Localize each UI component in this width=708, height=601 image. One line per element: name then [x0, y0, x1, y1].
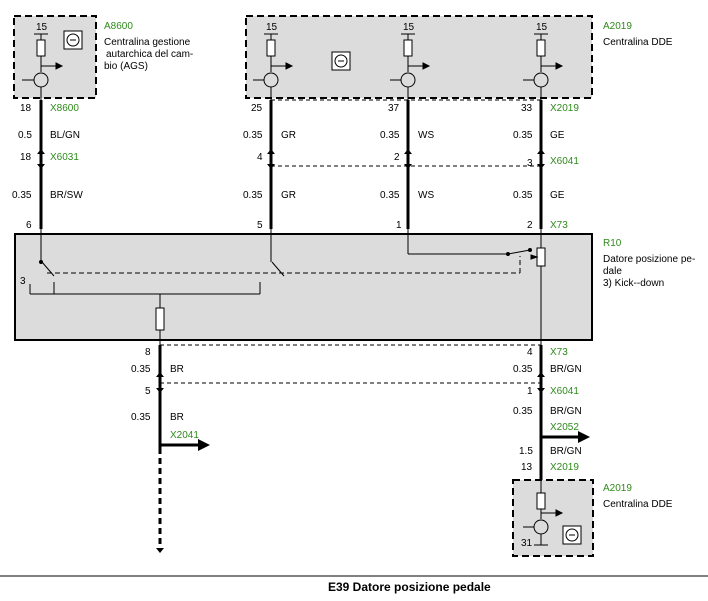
wire-1-pin-b: 18	[20, 152, 32, 163]
wires-top	[39, 100, 543, 229]
r10-name-line-1: Datore posizione pe-	[603, 254, 695, 265]
connector-x2019-bottom: X2019	[550, 462, 579, 473]
a8600-name-line-2: autarchica del cam-	[106, 49, 193, 60]
bottom-right-color-a: BR/GN	[550, 364, 582, 375]
bottom-right-pin-a: 4	[527, 347, 533, 358]
a2019-bottom-code: A2019	[603, 483, 632, 494]
a2019-bottom-name: Centralina DDE	[603, 499, 673, 510]
bottom-left-color-a: BR	[170, 364, 184, 375]
wire-1-size-a: 0.5	[18, 130, 32, 141]
wire-4-size-a: 0.35	[513, 130, 533, 141]
wire-2-color-a: GR	[281, 130, 296, 141]
wire-3-pin-c: 1	[396, 220, 402, 231]
wire-4-size-b: 0.35	[513, 190, 533, 201]
bottom-right-pin-c: 13	[521, 462, 533, 473]
module-a8600-box	[13, 15, 97, 99]
connector-x2041: X2041	[170, 430, 199, 441]
wire-4-pin-a: 33	[521, 103, 533, 114]
wire-2-pin-a: 25	[251, 103, 263, 114]
wire-3-pin-a: 37	[388, 103, 400, 114]
connector-x6031: X6031	[50, 152, 79, 163]
wires-bottom	[158, 345, 543, 480]
r10-switch-link	[47, 256, 521, 274]
a2019-top-pin-15-1: 15	[266, 22, 278, 33]
r10-name-line-2: dale	[603, 266, 622, 277]
bottom-left-color-b: BR	[170, 412, 184, 423]
bottom-left-size-b: 0.35	[131, 412, 151, 423]
bottom-right-size-b: 0.35	[513, 406, 533, 417]
wire-1-color-b: BR/SW	[50, 190, 83, 201]
bottom-left-pin-b: 5	[145, 386, 151, 397]
a2019-top-name: Centralina DDE	[603, 37, 673, 48]
r10-side-pin: 3	[20, 276, 26, 287]
a2019-top-module-icon	[331, 51, 351, 71]
bottom-left-size-a: 0.35	[131, 364, 151, 375]
connector-dashes	[160, 99, 541, 384]
wire-4-pin-c: 2	[527, 220, 533, 231]
bottom-right-size-c: 1.5	[519, 446, 533, 457]
connector-x6041-bottom: X6041	[550, 386, 579, 397]
a2019-top-code: A2019	[603, 21, 632, 32]
a2019-bottom-pin-31: 31	[521, 538, 533, 549]
a8600-name-line-1: Centralina gestione	[104, 37, 191, 48]
bottom-left-pin-a: 8	[145, 347, 151, 358]
connector-x2052: X2052	[550, 422, 579, 433]
module-r10-box	[14, 233, 593, 341]
a2019-top-pin-15-2: 15	[403, 22, 415, 33]
r10-code: R10	[603, 238, 622, 249]
r10-circuit	[29, 229, 546, 345]
bottom-right-pin-b: 1	[527, 386, 533, 397]
wire-2-color-b: GR	[281, 190, 296, 201]
a2019-top-pin-15-3: 15	[536, 22, 548, 33]
wire-3-size-b: 0.35	[380, 190, 400, 201]
a8600-circuit	[22, 33, 64, 100]
bottom-right-color-b: BR/GN	[550, 406, 582, 417]
bottom-right-color-c: BR/GN	[550, 446, 582, 457]
a2019-top-circuit	[253, 33, 564, 100]
x2041-branch-arrow	[160, 439, 210, 451]
wire-2-size-b: 0.35	[243, 190, 263, 201]
wire-2-pin-c: 5	[257, 220, 263, 231]
wire-2-pin-b: 4	[257, 152, 263, 163]
wire-3-size-a: 0.35	[380, 130, 400, 141]
a8600-name-line-3: bio (AGS)	[104, 61, 148, 72]
wire-4-color-a: GE	[550, 130, 565, 141]
connector-x73-bottom: X73	[550, 347, 568, 358]
bottom-connector-markers	[156, 372, 545, 393]
ground-end-marker	[156, 548, 164, 553]
r10-name-line-3: 3) Kick--down	[603, 278, 664, 289]
wire-2-size-a: 0.35	[243, 130, 263, 141]
wire-1-size-b: 0.35	[12, 190, 32, 201]
module-a2019-top-box	[245, 15, 593, 99]
connector-x6041-top: X6041	[550, 156, 579, 167]
wire-3-color-a: WS	[418, 130, 434, 141]
x2052-branch-arrow	[541, 431, 590, 443]
bottom-right-size-a: 0.35	[513, 364, 533, 375]
connector-x2019-top: X2019	[550, 103, 579, 114]
a2019-bottom-module-icon	[562, 525, 582, 545]
connector-x73-top: X73	[550, 220, 568, 231]
wire-1-pin-a: 18	[20, 103, 32, 114]
wire-1-color-a: BL/GN	[50, 130, 80, 141]
wire-3-pin-b: 2	[394, 152, 400, 163]
a8600-module-icon	[63, 30, 83, 50]
wire-1-pin-c: 6	[26, 220, 32, 231]
a8600-code: A8600	[104, 21, 133, 32]
a2019-bottom-circuit	[523, 480, 564, 546]
wire-4-color-b: GE	[550, 190, 565, 201]
footer-title: E39 Datore posizione pedale	[328, 580, 491, 594]
wire-3-color-b: WS	[418, 190, 434, 201]
wire-4-pin-b: 3	[527, 158, 533, 169]
connector-x8600: X8600	[50, 103, 79, 114]
a8600-pin-15: 15	[36, 22, 48, 33]
